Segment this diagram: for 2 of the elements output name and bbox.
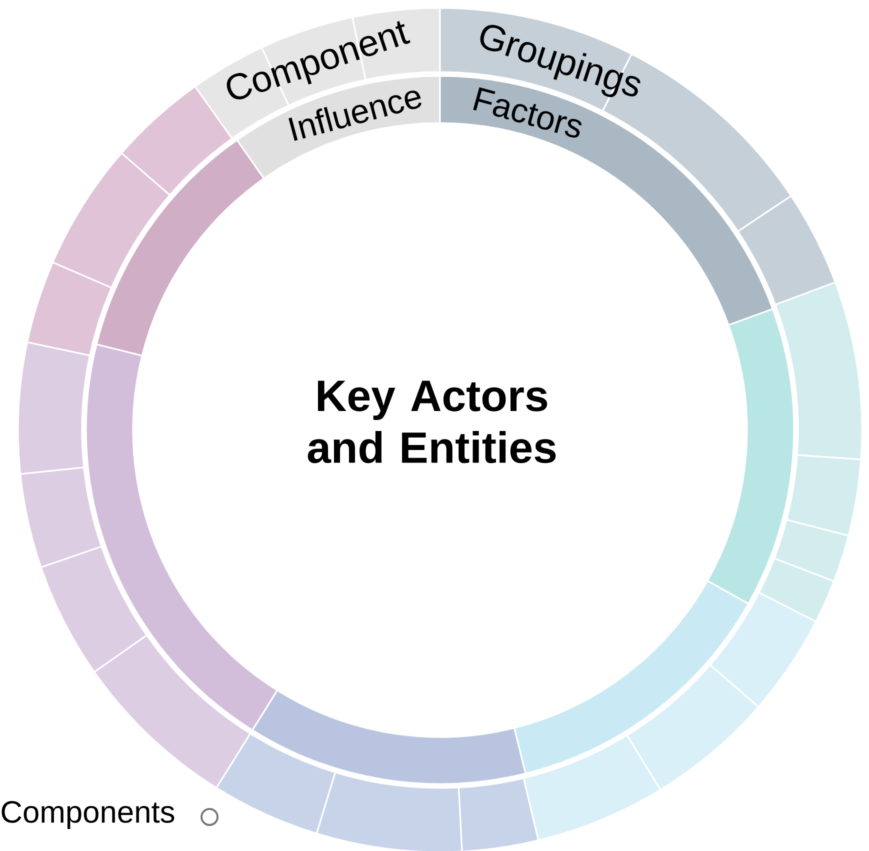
center-label: Key Actors and Entities — [308, 380, 556, 464]
legend-label: Components — [2, 801, 174, 829]
